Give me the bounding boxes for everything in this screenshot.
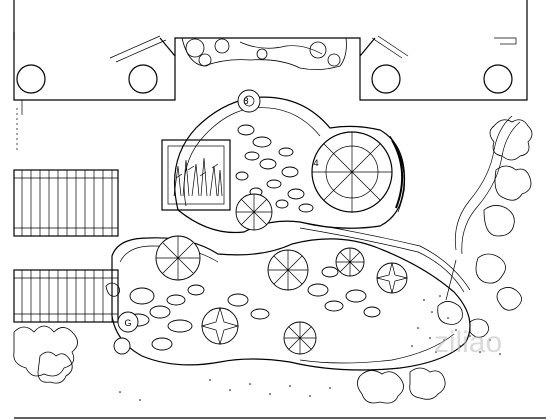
wing-hatch-right — [371, 35, 409, 59]
main-planting-bed — [111, 237, 471, 371]
planter-box — [161, 139, 231, 211]
path-markers: 8 4 G — [124, 96, 318, 328]
stones-bed — [113, 266, 381, 355]
trees-bed — [155, 193, 408, 355]
pond-outline — [173, 96, 406, 234]
pergola-lower — [13, 269, 119, 323]
watermark: ziliao — [434, 326, 502, 359]
pergola-upper — [13, 169, 119, 237]
right-shrub-border — [445, 115, 533, 311]
gravel-stipple — [119, 295, 501, 401]
shrub-clusters — [13, 282, 489, 404]
circular-pavilion — [311, 131, 405, 213]
corner-walls — [159, 37, 517, 57]
stepping-stones-pond — [235, 89, 314, 213]
marker-8: 8 — [243, 96, 248, 106]
column-circles — [16, 64, 513, 94]
marker-g: G — [124, 318, 131, 328]
wing-hatch-left — [109, 35, 167, 63]
building-outline — [13, 0, 528, 115]
top-rockery — [181, 37, 347, 70]
marker-4: 4 — [313, 158, 318, 168]
garden-path — [299, 221, 471, 293]
